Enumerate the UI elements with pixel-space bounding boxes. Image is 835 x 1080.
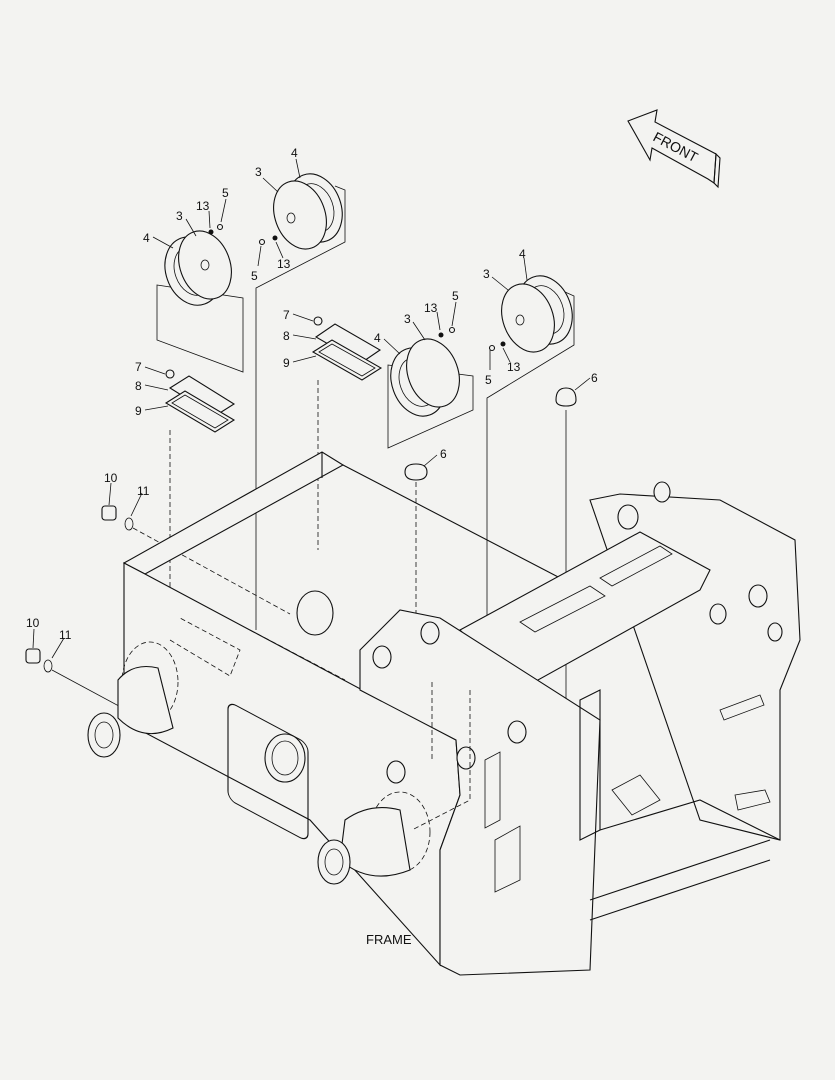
bolt-left-lower [25, 648, 131, 713]
frame-body [87, 451, 801, 976]
cover-assembly-upper-left [156, 223, 244, 373]
callout-8: 8 [135, 379, 142, 393]
callout-3: 3 [483, 267, 490, 281]
callouts: 4 3 13 5 3 4 5 13 4 3 13 5 3 4 5 13 7 8 … [26, 146, 598, 642]
callout-5: 5 [452, 289, 459, 303]
callout-6: 6 [591, 371, 598, 385]
callout-3: 3 [255, 165, 262, 179]
callout-3: 3 [404, 312, 411, 326]
leader-lines [32, 158, 591, 659]
callout-13: 13 [424, 301, 438, 315]
callout-7: 7 [135, 360, 142, 374]
callout-4: 4 [519, 247, 526, 261]
callout-10: 10 [104, 471, 118, 485]
bolt-left-upper [101, 505, 291, 615]
callout-13: 13 [277, 257, 291, 271]
callout-13: 13 [196, 199, 210, 213]
callout-8: 8 [283, 329, 290, 343]
callout-5: 5 [222, 186, 229, 200]
callout-4: 4 [374, 331, 381, 345]
callout-5: 5 [251, 269, 258, 283]
callout-6: 6 [440, 447, 447, 461]
callout-5: 5 [485, 373, 492, 387]
callout-4: 4 [291, 146, 298, 160]
callout-9: 9 [283, 356, 290, 370]
callout-4: 4 [143, 231, 150, 245]
callout-7: 7 [283, 308, 290, 322]
callout-11: 11 [59, 628, 72, 642]
callout-3: 3 [176, 209, 183, 223]
callout-11: 11 [137, 484, 150, 498]
front-arrow-icon: FRONT [627, 109, 721, 189]
cover-assembly-right [486, 275, 575, 700]
cover-assembly-middle [387, 326, 474, 449]
plate-assembly-center [311, 316, 383, 550]
diagram-caption: FRAME [366, 932, 412, 947]
callout-13: 13 [507, 360, 521, 374]
plate-assembly-left [164, 369, 236, 640]
callout-9: 9 [135, 404, 142, 418]
cover-assembly-upper-center [255, 173, 346, 630]
callout-10: 10 [26, 616, 40, 630]
